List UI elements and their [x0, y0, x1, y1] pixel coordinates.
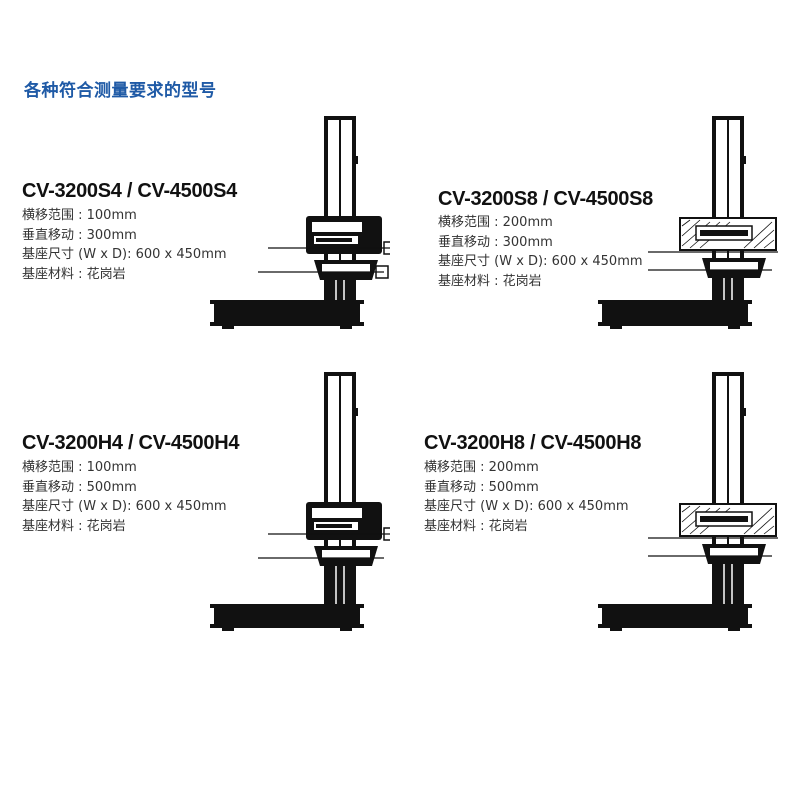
model-name: CV-3200S8 / CV-4500S8	[438, 188, 657, 211]
model-panel-s4: CV-3200S4 / CV-4500S4 横移范围 : 100mm 垂直移动 …	[10, 110, 390, 370]
spec-base-size: 基座尺寸 (W x D): 600 x 450mm	[438, 254, 643, 269]
model-name: CV-3200H8 / CV-4500H8	[424, 432, 646, 455]
model-panel-s8: CV-3200S8 / CV-4500S8 横移范围 : 200mm 垂直移动 …	[400, 110, 780, 370]
spec-base-material: 基座材料 : 花岗岩	[424, 518, 528, 534]
contour-measuring-machine-icon	[210, 116, 390, 329]
spec-list: 横移范围 : 200mm 垂直移动 : 500mm 基座尺寸 (W x D): …	[424, 458, 629, 536]
contour-measuring-machine-icon	[598, 372, 778, 631]
model-panel-h4: CV-3200H4 / CV-4500H4 横移范围 : 100mm 垂直移动 …	[10, 368, 390, 631]
contour-measuring-machine-icon	[598, 116, 778, 329]
model-name: CV-3200H4 / CV-4500H4	[22, 432, 244, 455]
spec-base-size: 基座尺寸 (W x D): 600 x 450mm	[424, 499, 629, 514]
spec-base-material: 基座材料 : 花岗岩	[438, 273, 542, 289]
spec-traverse-range: 横移范围 : 200mm	[438, 215, 553, 230]
spec-vertical-travel: 垂直移动 : 300mm	[22, 227, 137, 243]
spec-vertical-travel: 垂直移动 : 500mm	[22, 479, 137, 495]
spec-vertical-travel: 垂直移动 : 500mm	[424, 479, 539, 495]
spec-list: 横移范围 : 100mm 垂直移动 : 300mm 基座尺寸 (W x D): …	[22, 206, 227, 284]
page-title: 各种符合测量要求的型号	[24, 81, 217, 101]
contour-measuring-machine-icon	[210, 372, 390, 631]
spec-list: 横移范围 : 200mm 垂直移动 : 300mm 基座尺寸 (W x D): …	[438, 213, 643, 291]
spec-base-material: 基座材料 : 花岗岩	[22, 266, 126, 282]
model-name: CV-3200S4 / CV-4500S4	[22, 180, 241, 203]
spec-traverse-range: 横移范围 : 200mm	[424, 460, 539, 475]
model-panel-h8: CV-3200H8 / CV-4500H8 横移范围 : 200mm 垂直移动 …	[400, 368, 780, 631]
spec-vertical-travel: 垂直移动 : 300mm	[438, 234, 553, 250]
spec-base-size: 基座尺寸 (W x D): 600 x 450mm	[22, 247, 227, 262]
spec-traverse-range: 横移范围 : 100mm	[22, 460, 137, 475]
spec-list: 横移范围 : 100mm 垂直移动 : 500mm 基座尺寸 (W x D): …	[22, 458, 227, 536]
spec-base-material: 基座材料 : 花岗岩	[22, 518, 126, 534]
spec-base-size: 基座尺寸 (W x D): 600 x 450mm	[22, 499, 227, 514]
spec-traverse-range: 横移范围 : 100mm	[22, 208, 137, 223]
